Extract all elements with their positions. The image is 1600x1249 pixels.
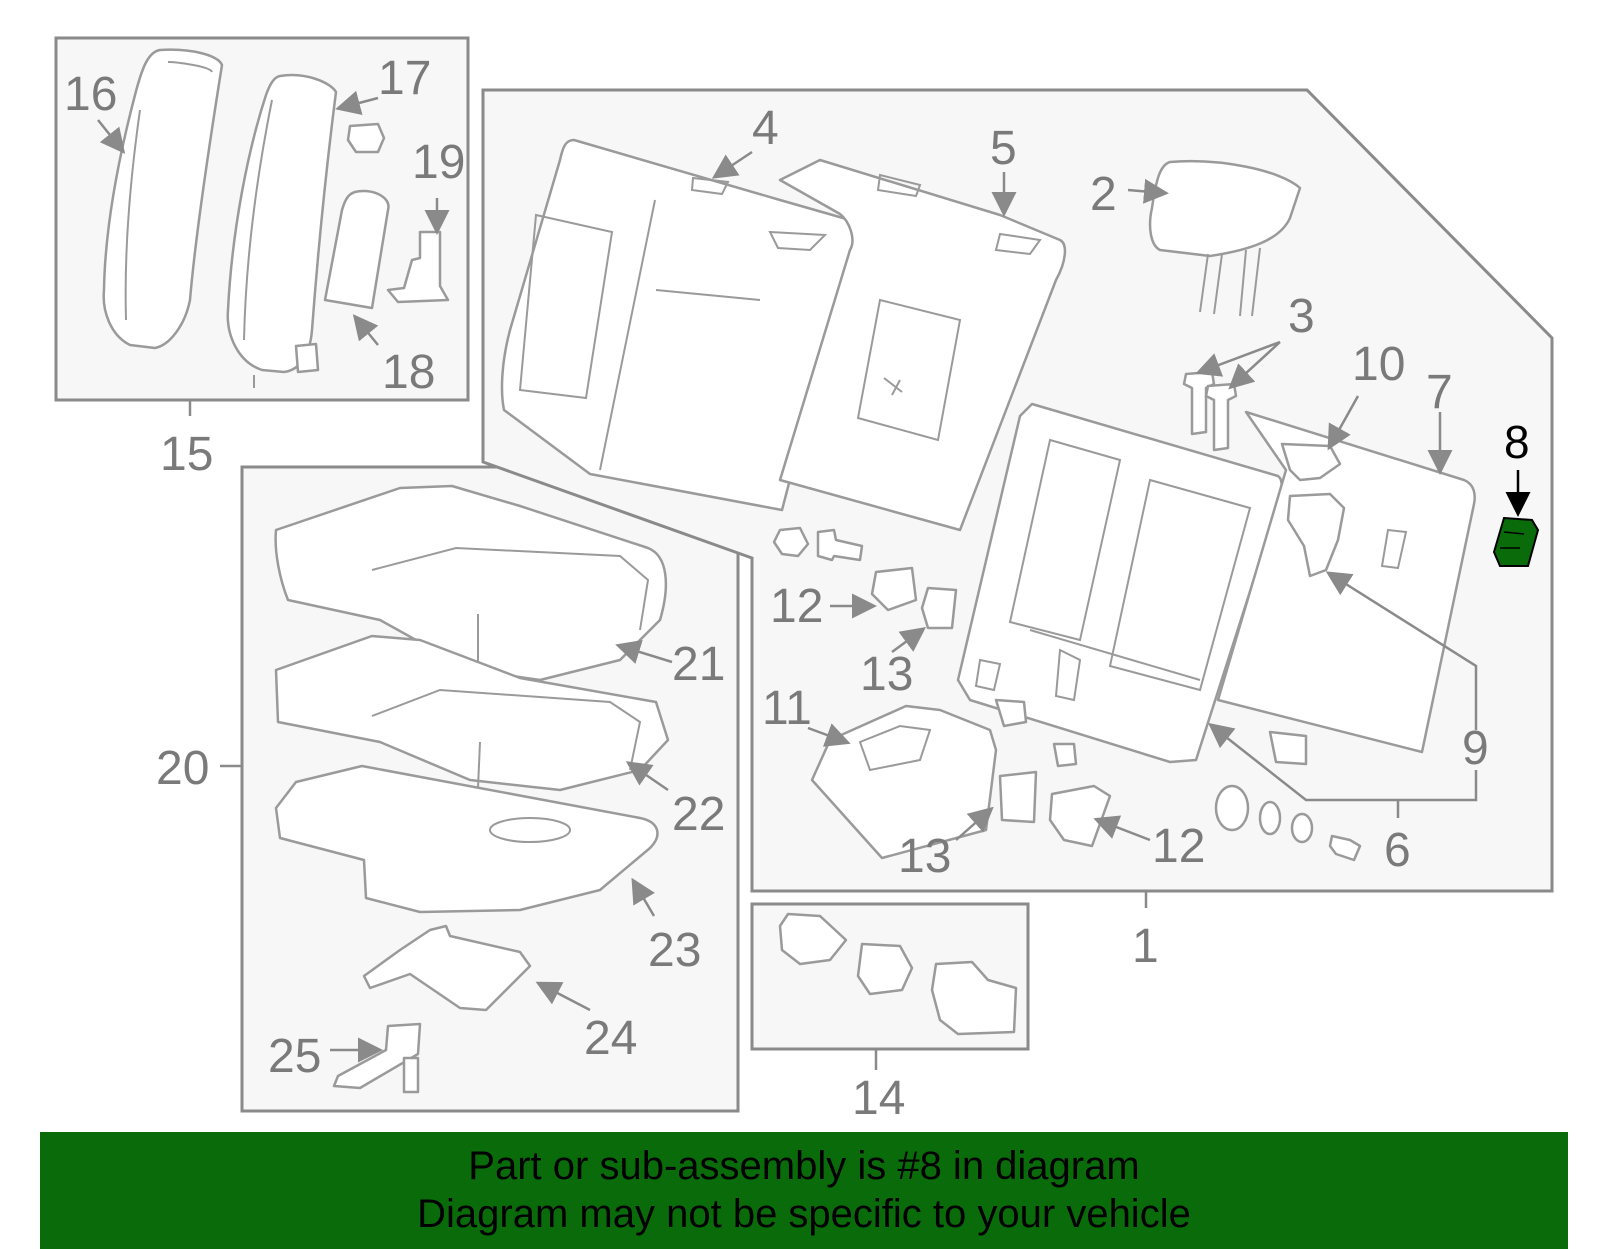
callout-16: 16	[64, 68, 117, 121]
callout-12-lower: 12	[1152, 820, 1205, 873]
bushing-13-lower	[998, 770, 1038, 824]
callout-7: 7	[1426, 366, 1453, 419]
banner-line-1: Part or sub-assembly is #8 in diagram	[468, 1144, 1140, 1188]
callout-21: 21	[672, 638, 725, 691]
bolt-left	[816, 528, 864, 562]
callout-1: 1	[1132, 920, 1159, 973]
callout-23: 23	[648, 924, 701, 977]
callout-10: 10	[1352, 338, 1405, 391]
callout-8: 8	[1504, 416, 1530, 468]
callout-24: 24	[584, 1012, 637, 1065]
callout-17: 17	[378, 52, 431, 105]
callout-15: 15	[160, 428, 213, 481]
part-8-highlighted[interactable]	[1492, 516, 1540, 567]
nut-left	[772, 526, 810, 558]
seat-back-cover-5[interactable]	[778, 158, 1067, 532]
callout-12-upper: 12	[770, 580, 823, 633]
armrest-11[interactable]	[810, 704, 998, 860]
callout-25: 25	[268, 1030, 321, 1083]
callout-11: 11	[762, 682, 812, 735]
cushion-pad-22[interactable]	[274, 634, 670, 792]
callout-13-upper: 13	[860, 648, 913, 701]
small-plate	[1268, 730, 1308, 766]
washer	[1290, 812, 1314, 844]
callout-22: 22	[672, 788, 725, 841]
bracket-24[interactable]	[362, 924, 532, 1012]
clip-17	[346, 122, 386, 154]
latch-9	[1286, 492, 1346, 578]
cushion-frame-23[interactable]	[274, 764, 659, 914]
callout-labels: 16 17 19 18 15 4 5 2 3 10 7 8 9 6 12 13 …	[64, 52, 1530, 1125]
callout-3: 3	[1288, 290, 1315, 343]
clip-small	[294, 342, 320, 374]
callout-2: 2	[1090, 168, 1117, 221]
callout-18: 18	[382, 346, 435, 399]
nut-center	[1052, 742, 1078, 768]
callout-9: 9	[1462, 722, 1489, 775]
callout-6: 6	[1384, 824, 1411, 877]
leader-lines	[97, 90, 1531, 1070]
side-bolster-16[interactable]	[102, 48, 224, 350]
banner-line-2: Diagram may not be specific to your vehi…	[417, 1192, 1191, 1236]
callout-13-lower: 13	[898, 830, 951, 883]
bracket-19	[386, 230, 450, 304]
bushing-13-upper	[920, 586, 958, 630]
callout-14: 14	[852, 1072, 905, 1125]
hinge-14b	[856, 942, 914, 996]
hinge-14c	[930, 960, 1018, 1036]
bolt-right	[1328, 834, 1362, 862]
pad-18[interactable]	[323, 189, 390, 310]
side-bolster-17[interactable]	[226, 73, 338, 388]
cushion-cover-21[interactable]	[274, 484, 668, 682]
callout-5: 5	[990, 122, 1017, 175]
spring	[1258, 800, 1282, 836]
callout-4: 4	[752, 102, 779, 155]
hinge-14a	[778, 912, 848, 966]
clip-armrest-left	[994, 698, 1028, 728]
info-banner: Part or sub-assembly is #8 in diagram Di…	[40, 1132, 1568, 1249]
callout-19: 19	[412, 136, 465, 189]
hinge-12-upper	[870, 566, 918, 612]
ring	[1214, 784, 1250, 832]
callout-20: 20	[156, 742, 209, 795]
